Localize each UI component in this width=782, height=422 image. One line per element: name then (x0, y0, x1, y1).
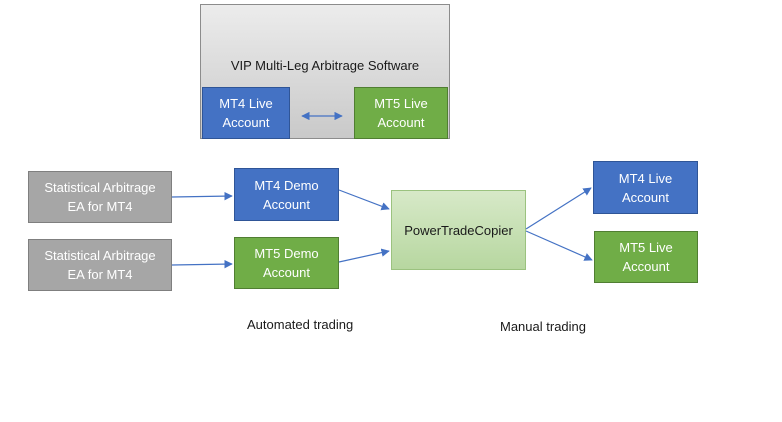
ea-for-mt4-box-top: Statistical Arbitrage EA for MT4 (28, 171, 172, 223)
manual-trading-caption: Manual trading (500, 319, 586, 334)
ea-for-mt4-box-bottom: Statistical Arbitrage EA for MT4 (28, 239, 172, 291)
target-mt4-live-account-box: MT4 Live Account (593, 161, 698, 214)
mt4-demo-account-box: MT4 Demo Account (234, 168, 339, 221)
ea-top-to-mt4-demo-arrow (171, 191, 233, 201)
vip-mt4-live-account-box: MT4 Live Account (202, 87, 290, 139)
mt5-demo-account-box: MT5 Demo Account (234, 237, 339, 289)
copier-to-mt4-live-arrow (525, 187, 592, 230)
powertradecopier-box: PowerTradeCopier (391, 190, 526, 270)
copier-to-mt5-live-arrow (525, 230, 593, 261)
mt4-demo-to-copier-arrow (338, 189, 390, 211)
mt5-demo-to-copier-arrow (338, 248, 390, 263)
ea-bottom-to-mt5-demo-arrow (171, 259, 233, 269)
vip-mt5-live-account-box: MT5 Live Account (354, 87, 448, 139)
vip-software-title: VIP Multi-Leg Arbitrage Software (230, 58, 420, 73)
target-mt5-live-account-box: MT5 Live Account (594, 231, 698, 283)
automated-trading-caption: Automated trading (247, 317, 354, 332)
